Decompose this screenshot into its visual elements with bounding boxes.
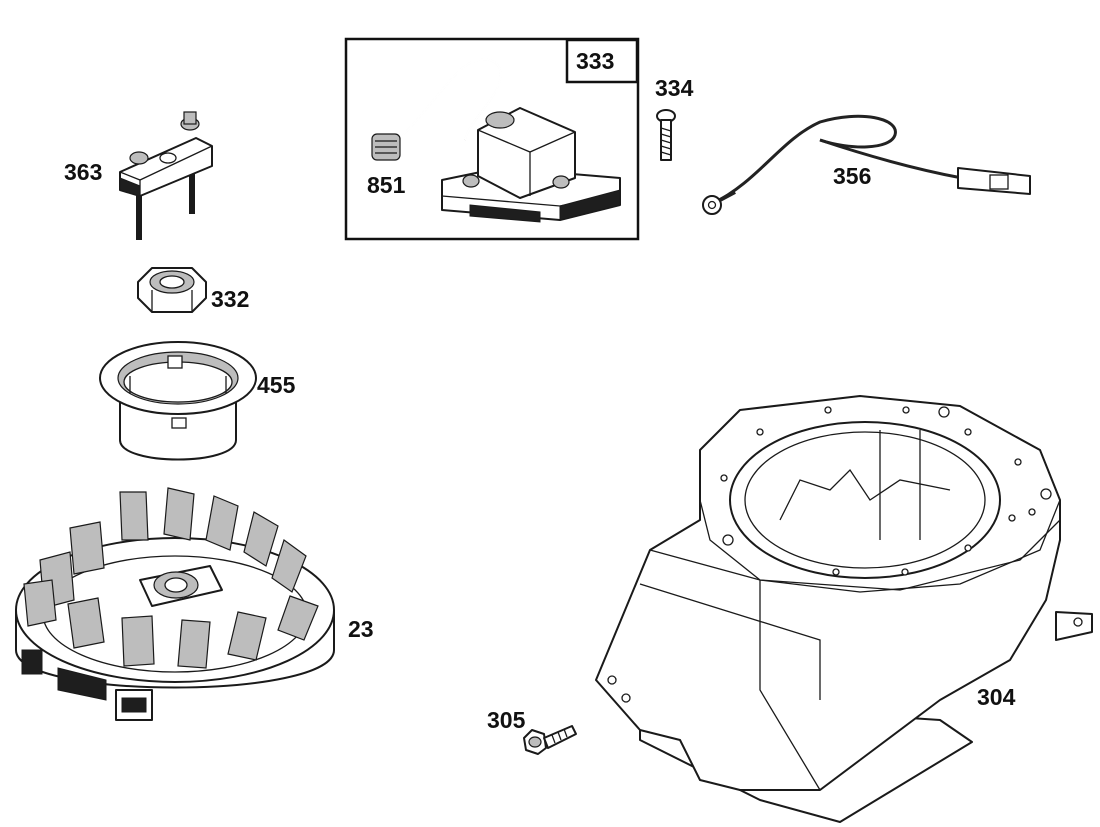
nut-332-drawing [137,267,207,313]
part-label-304: 304 [977,684,1016,710]
ground-wire-356-drawing [702,114,1031,215]
flywheel-23-drawing [15,487,335,721]
part-label-356: 356 [833,163,872,189]
part-label-851: 851 [367,172,406,198]
part-label-363: 363 [64,159,103,185]
part-label-334: 334 [655,75,694,101]
screw-334-drawing [656,109,676,161]
armature-callout-box [344,37,640,241]
starter-cup-455-drawing [99,341,257,461]
bolt-305-drawing [523,725,577,755]
ignition-armature-drawing [371,58,621,223]
part-label-455: 455 [257,372,296,398]
part-label-333: 333 [576,48,615,74]
part-label-305: 305 [487,707,526,733]
bracket-363-drawing [119,111,213,240]
part-label-23: 23 [348,616,374,642]
blower-housing-304-drawing [595,395,1093,823]
part-label-332: 332 [211,286,250,312]
